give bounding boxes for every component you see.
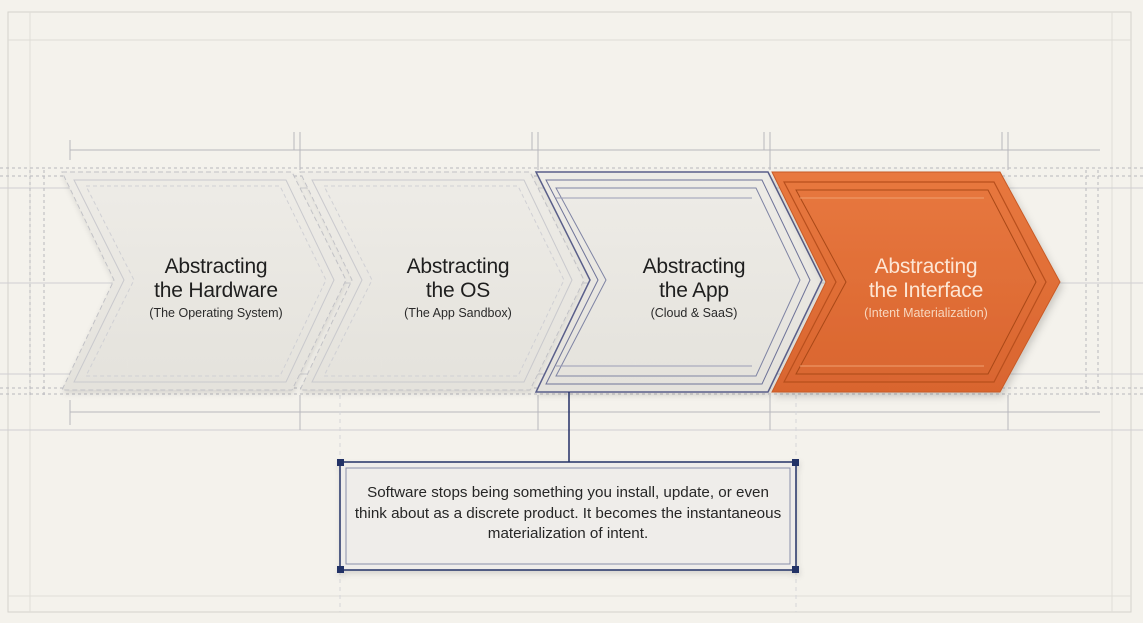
blueprint-frame: [7, 11, 1132, 613]
stage-hardware-subtitle: (The Operating System): [149, 306, 283, 320]
stage-hardware-chevron: [61, 171, 347, 391]
stage-interface-subtitle: (Intent Materialization): [864, 306, 988, 320]
callout-text: Software stops being something you insta…: [354, 484, 782, 542]
stage-interface-title-line1: Abstracting: [874, 255, 978, 278]
stage-app-title-line2: the App: [659, 279, 729, 302]
stage-app-chevron: [534, 171, 823, 393]
stage-hardware-title-line1: Abstracting: [164, 255, 268, 278]
stage-os-subtitle: (The App Sandbox): [404, 306, 512, 320]
stage-interface-chevron: [771, 171, 1061, 393]
stage-app-subtitle: (Cloud & SaaS): [650, 306, 738, 320]
stage-hardware-title-line2: the Hardware: [154, 279, 278, 302]
stage-os-title-line1: Abstracting: [406, 255, 510, 278]
stage-interface-label: Abstracting the Interface (Intent Materi…: [828, 255, 1024, 322]
stage-interface-title-line2: the Interface: [868, 279, 984, 302]
stage-app-title-line1: Abstracting: [642, 255, 746, 278]
stage-os-chevron: [299, 171, 585, 391]
callout-box: [337, 459, 799, 573]
stage-app-label: Abstracting the App (Cloud & SaaS): [596, 255, 792, 322]
stage-os-label: Abstracting the OS (The App Sandbox): [360, 255, 556, 322]
stage-hardware-label: Abstracting the Hardware (The Operating …: [118, 255, 314, 322]
stage-os-title-line2: the OS: [425, 279, 491, 302]
